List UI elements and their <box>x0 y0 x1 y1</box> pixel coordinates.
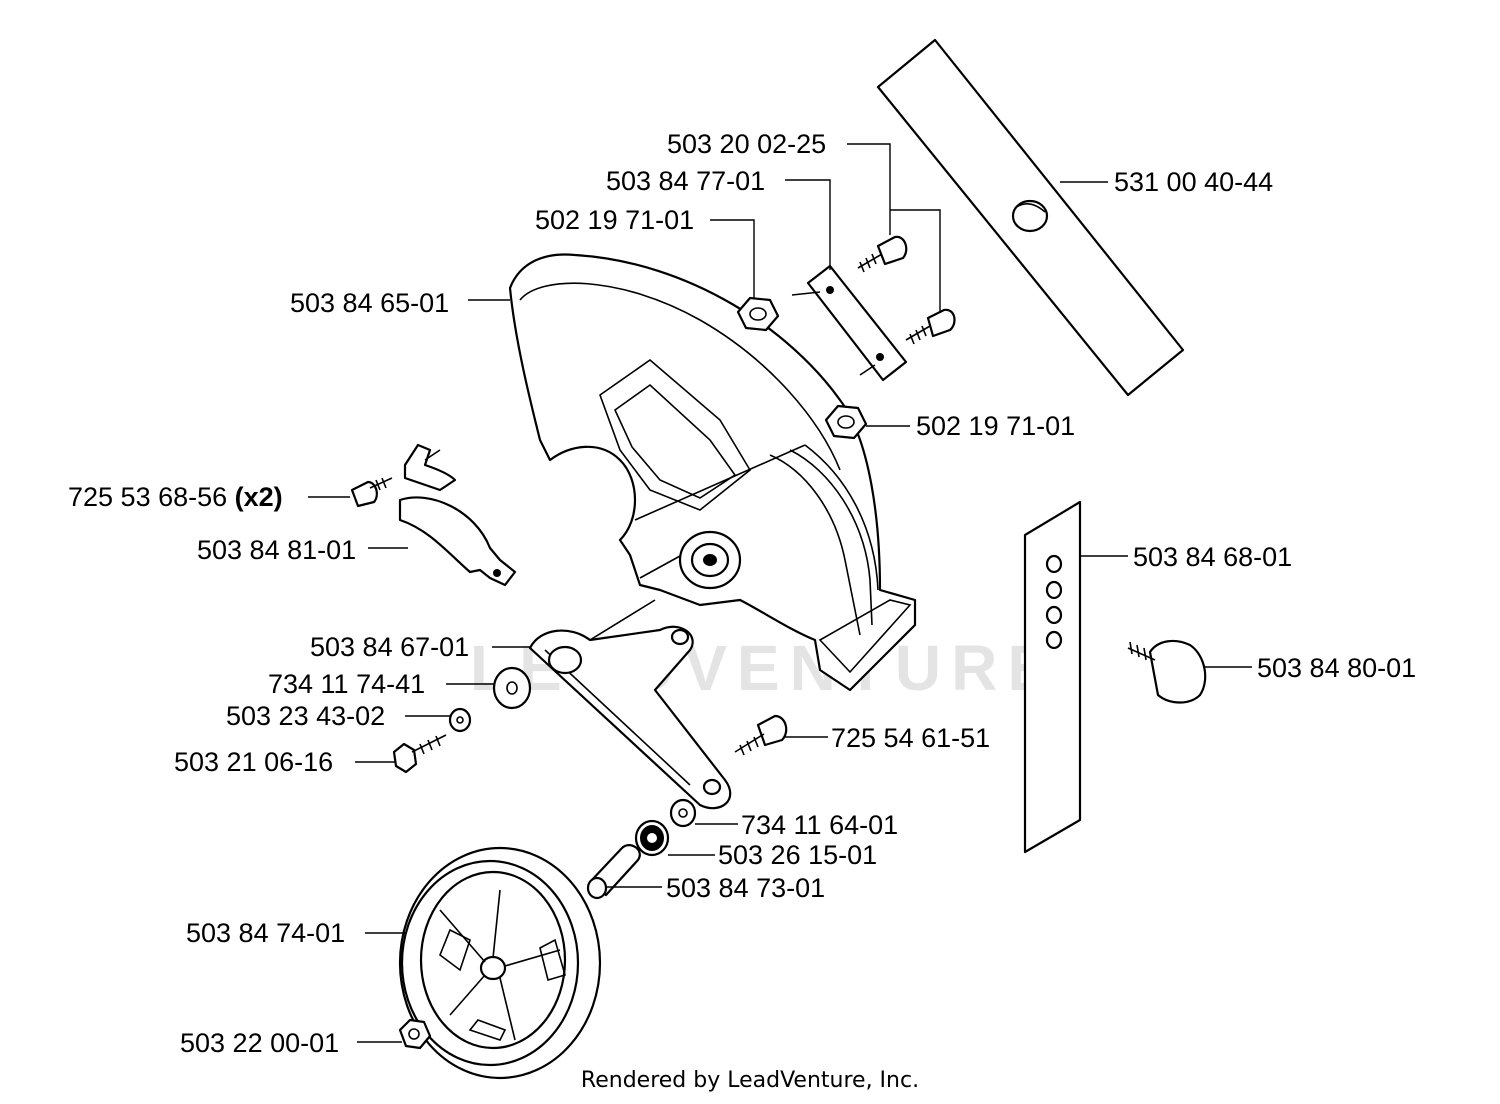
clamp-drawing <box>398 443 517 587</box>
part-label-503-84-65-01: 503 84 65-01 <box>290 288 449 318</box>
bolt-drawing <box>392 734 447 774</box>
clamp-screw-drawing <box>350 477 393 508</box>
part-label-503-26-15-01: 503 26 15-01 <box>718 840 877 870</box>
part-label-725-53-68-56: 725 53 68-56 (x2) <box>68 482 283 512</box>
arm-screw-drawing <box>734 714 788 756</box>
part-label-503-23-43-02: 503 23 43-02 <box>226 701 385 731</box>
guard-drawing <box>508 253 917 692</box>
footer-credit: Rendered by LeadVenture, Inc. <box>580 1068 920 1093</box>
part-label-503-20-02-25: 503 20 02-25 <box>667 129 826 159</box>
part-label-503-84-81-01: 503 84 81-01 <box>197 535 356 565</box>
small-washer-drawing <box>448 707 472 733</box>
part-label-734-11-74-41: 734 11 74-41 <box>268 669 425 699</box>
washer-734-11-64-01-drawing <box>669 798 697 828</box>
bracket-arm-drawing <box>528 599 732 810</box>
part-label-502-19-71-01-bottom: 502 19 71-01 <box>916 411 1075 441</box>
wheel-drawing <box>398 846 602 1080</box>
part-label-503-84-74-01: 503 84 74-01 <box>186 918 345 948</box>
part-label-503-84-80-01: 503 84 80-01 <box>1257 653 1416 683</box>
bearing-drawing <box>634 819 670 857</box>
knob-drawing <box>1127 639 1207 704</box>
part-label-503-84-73-01: 503 84 73-01 <box>666 873 825 903</box>
scale-plate-drawing <box>1023 500 1082 854</box>
screw-drawing-2 <box>905 308 956 345</box>
blade-drawing <box>876 38 1185 397</box>
part-label-502-19-71-01-top: 502 19 71-01 <box>535 205 694 235</box>
spacer-drawing <box>586 844 641 900</box>
nut-drawing-top <box>736 296 780 332</box>
part-label-503-21-06-16: 503 21 06-16 <box>174 747 333 777</box>
part-label-734-11-64-01: 734 11 64-01 <box>741 810 898 840</box>
quantity-label: (x2) <box>235 482 283 512</box>
part-label-503-22-00-01: 503 22 00-01 <box>180 1028 339 1058</box>
part-label-503-84-67-01: 503 84 67-01 <box>310 632 469 662</box>
part-label-531-00-40-44: 531 00 40-44 <box>1114 167 1273 197</box>
hex-nut-drawing <box>398 1018 432 1050</box>
screw-drawing-1 <box>857 235 908 273</box>
leader-lines <box>308 143 1252 1043</box>
plate-drawing <box>791 264 908 382</box>
part-label-503-84-68-01: 503 84 68-01 <box>1133 542 1292 572</box>
part-label-503-84-77-01: 503 84 77-01 <box>606 166 765 196</box>
part-label-725-54-61-51: 725 54 61-51 <box>831 723 990 753</box>
large-washer-drawing <box>492 666 532 710</box>
nut-drawing-bottom <box>824 404 868 440</box>
